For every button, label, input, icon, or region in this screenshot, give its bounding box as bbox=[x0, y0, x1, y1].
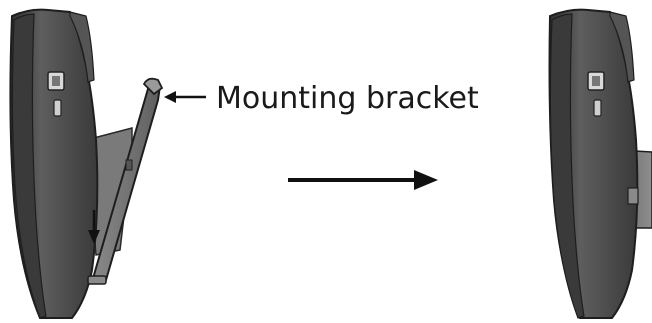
phone-switch-right bbox=[593, 99, 602, 117]
phone-front-edge-left bbox=[11, 13, 47, 319]
installed-bracket-tab bbox=[627, 187, 639, 205]
phone-with-bracket-after bbox=[548, 8, 652, 319]
phone-switch-left bbox=[53, 99, 62, 117]
phone-top-ridge-right bbox=[609, 11, 635, 83]
left-arrow-icon bbox=[164, 91, 206, 103]
bracket-callout: Mounting bracket bbox=[164, 81, 479, 116]
mounting-bracket-bottom-foot bbox=[87, 275, 107, 285]
phone-with-bracket-before bbox=[9, 8, 164, 319]
mounting-bracket-pin bbox=[125, 159, 133, 171]
phone-jack-inner-right bbox=[592, 76, 600, 86]
callout-label: Mounting bracket bbox=[216, 81, 479, 116]
right-arrow-icon bbox=[288, 170, 438, 190]
down-arrow-icon bbox=[88, 210, 100, 244]
mounting-bracket-top-knob bbox=[142, 77, 164, 96]
phone-jack-inner-left bbox=[52, 76, 60, 86]
phone-front-edge-right bbox=[549, 13, 585, 319]
phone-top-ridge-left bbox=[69, 11, 95, 83]
